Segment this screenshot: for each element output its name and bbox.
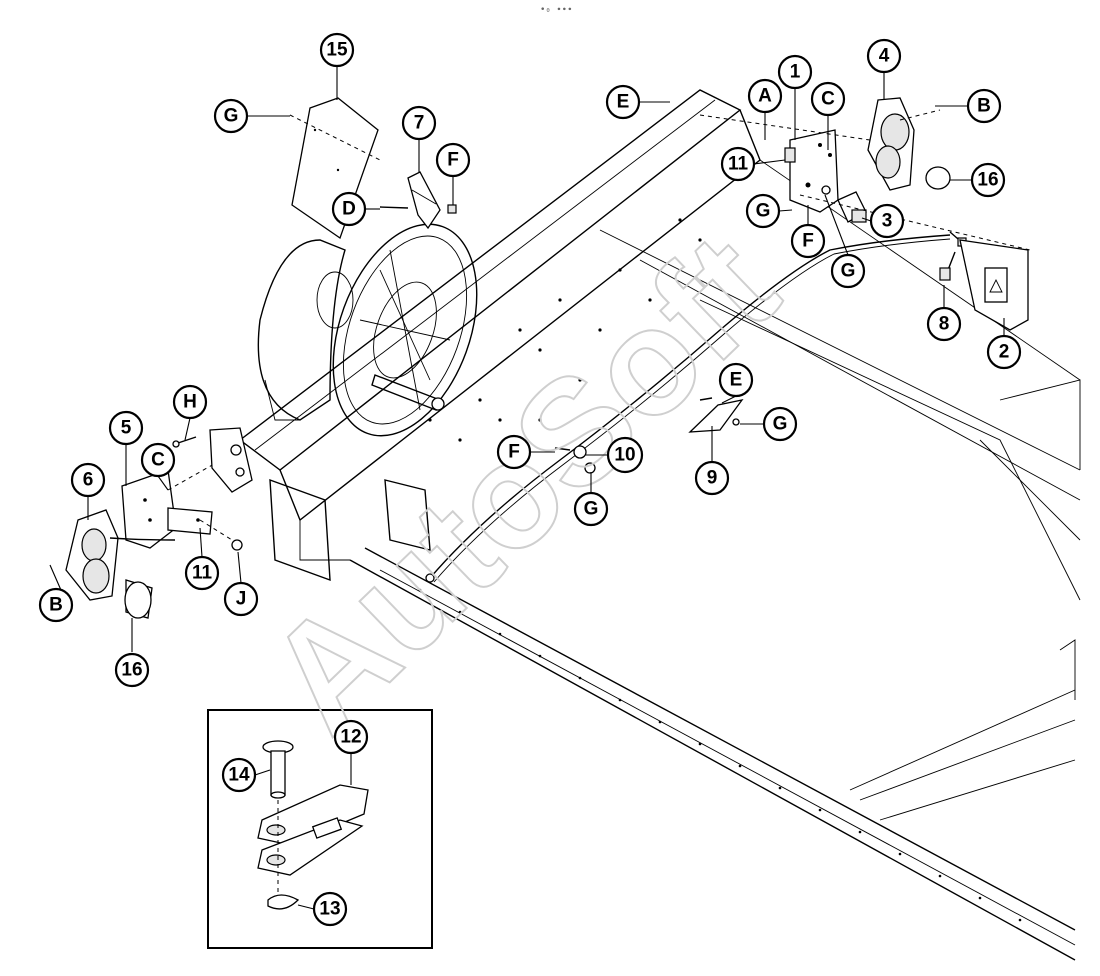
svg-text:5: 5 [121,418,132,439]
svg-text:C: C [821,89,835,110]
callout-8: 8 [926,306,962,342]
callout-G-b: G [745,193,781,229]
callout-G-d: G [762,406,798,442]
callout-G-c: G [830,253,866,289]
svg-text:13: 13 [319,899,340,920]
callout-J: J [223,581,259,617]
callout-C-b: C [140,442,176,478]
callout-4: 4 [866,38,902,74]
svg-text:B: B [49,595,63,616]
svg-text:11: 11 [192,563,213,584]
callout-E-a: E [605,84,641,120]
header-frame [238,89,1081,961]
top-mark: •₀ ∙∙∙ [540,5,573,15]
callout-16-b: 16 [114,652,150,688]
svg-text:G: G [841,261,856,282]
callout-9: 9 [694,460,730,496]
svg-text:9: 9 [707,468,718,489]
svg-text:G: G [584,499,599,520]
part-9-bracket [688,397,744,433]
right-bracket-assembly [699,97,1031,331]
callout-B-a: B [966,88,1002,124]
reel-wheel [257,223,478,437]
svg-text:A: A [758,86,772,107]
svg-text:16: 16 [977,170,998,191]
svg-text:G: G [224,106,239,127]
callout-6: 6 [70,462,106,498]
callout-11-b: 11 [184,555,220,591]
cable [425,231,967,583]
callout-16-a: 16 [970,162,1006,198]
svg-text:F: F [508,442,520,463]
svg-text:11: 11 [728,154,749,175]
svg-text:H: H [183,392,197,413]
svg-text:E: E [730,370,743,391]
svg-text:8: 8 [939,314,950,335]
callout-G-e: G [573,491,609,527]
svg-text:4: 4 [879,46,890,67]
callout-D: D [331,191,367,227]
detail-inset [207,709,433,949]
svg-text:J: J [236,589,247,610]
left-lamp-assembly [65,427,253,619]
svg-text:F: F [447,150,459,171]
svg-text:C: C [151,450,165,471]
svg-text:F: F [802,231,814,252]
callout-3: 3 [869,203,905,239]
callout-15: 15 [319,32,355,68]
svg-text:1: 1 [790,62,801,83]
callout-A: A [747,78,783,114]
part-15-shield [289,97,381,240]
callout-12: 12 [333,719,369,755]
callout-C-a: C [810,81,846,117]
svg-text:12: 12 [340,727,361,748]
callout-11-a: 11 [720,146,756,182]
part-7-bracket [379,171,457,230]
leader-lines [49,66,1005,910]
svg-text:15: 15 [326,40,348,61]
part-10-clamp [554,445,596,474]
svg-text:7: 7 [414,113,425,134]
callout-5: 5 [108,410,144,446]
callout-1: 1 [777,54,813,90]
callout-F-b: F [790,223,826,259]
callout-B-b: B [38,587,74,623]
svg-text:E: E [617,92,630,113]
svg-text:16: 16 [121,660,142,681]
callout-10: 10 [606,436,644,474]
callout-13: 13 [312,891,348,927]
callout-G-a: G [213,98,249,134]
svg-text:B: B [977,96,991,117]
callout-H: H [172,384,208,420]
svg-text:3: 3 [882,211,893,232]
svg-text:10: 10 [614,445,635,466]
callout-E-b: E [718,362,754,398]
svg-text:2: 2 [999,342,1010,363]
callout-2: 2 [986,334,1022,370]
svg-text:D: D [342,199,356,220]
callout-14: 14 [221,757,257,793]
callout-F-c: F [496,434,532,470]
svg-text:G: G [773,414,788,435]
svg-text:G: G [756,201,771,222]
callout-F-a: F [435,142,471,178]
svg-text:6: 6 [83,470,94,491]
callout-7: 7 [401,105,437,141]
svg-text:14: 14 [228,765,250,786]
